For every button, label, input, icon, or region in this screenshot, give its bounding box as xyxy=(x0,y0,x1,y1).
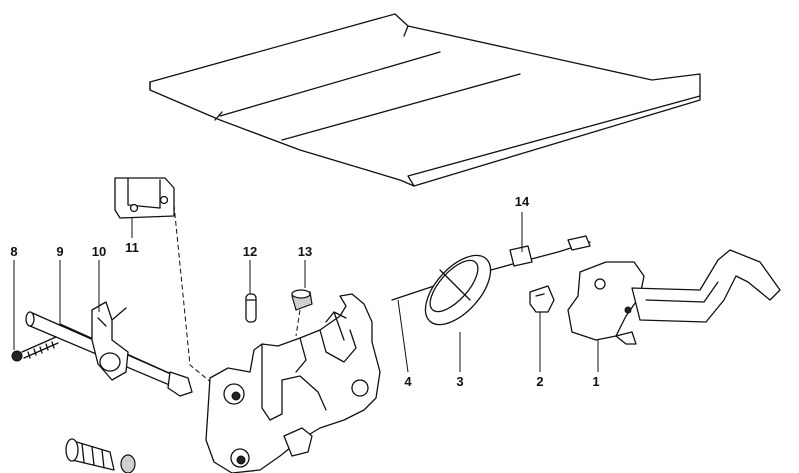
callout-8: 8 xyxy=(10,244,17,259)
callout-11: 11 xyxy=(125,240,139,255)
bracket-part-11 xyxy=(114,177,175,219)
assembly-line-13 xyxy=(295,309,301,337)
hood-panel xyxy=(149,13,701,187)
callout-2: 2 xyxy=(536,374,543,389)
callout-4: 4 xyxy=(404,374,412,389)
catch-part-1 xyxy=(567,249,781,345)
bracket-part-10 xyxy=(91,301,129,381)
bolt xyxy=(65,438,136,473)
callout-10: 10 xyxy=(92,244,106,259)
callout-3: 3 xyxy=(456,374,463,389)
callout-12: 12 xyxy=(243,244,257,259)
grommet-part-13 xyxy=(291,289,313,311)
lock-body xyxy=(205,293,381,473)
leader-lines xyxy=(13,212,599,373)
pin-part-12 xyxy=(245,293,257,323)
grommet-part-3 xyxy=(424,254,492,326)
callout-14: 14 xyxy=(515,194,530,209)
assembly-line-11 xyxy=(173,204,219,389)
callouts: 1 2 3 4 8 9 10 11 12 13 14 xyxy=(10,194,599,389)
callout-13: 13 xyxy=(298,244,312,259)
clip-part-2 xyxy=(529,285,555,313)
callout-9: 9 xyxy=(56,244,63,259)
screw-part-8 xyxy=(11,336,59,362)
callout-1: 1 xyxy=(592,374,599,389)
